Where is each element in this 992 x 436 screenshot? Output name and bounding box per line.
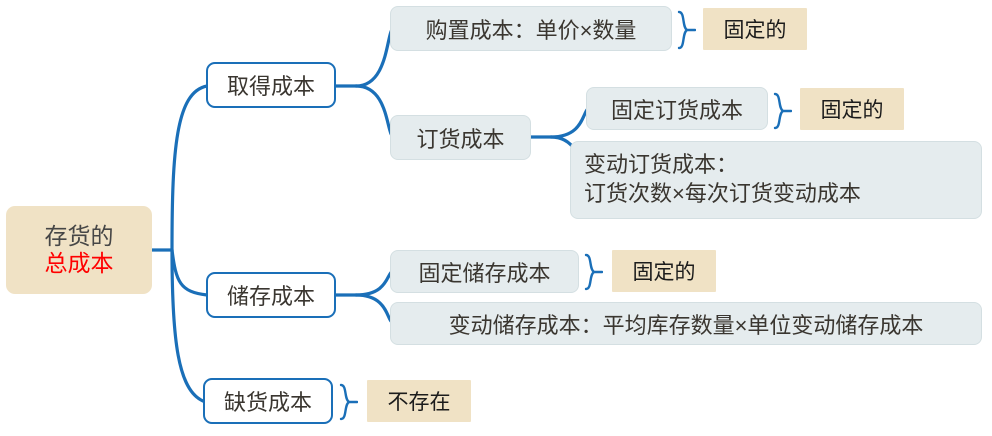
note-chip-not-exist: 不存在 [367,380,471,422]
branch-node-shortage-label: 缺货成本 [223,390,312,415]
branch-node-acquisition-label: 取得成本 [226,74,315,99]
note-chip-fixed-storage-label: 固定的 [632,261,696,284]
leaf-node-fixed-ordering-cost[interactable]: 固定订货成本 [586,87,768,130]
wire-b2-to-e1 [354,269,396,297]
node-ordering-cost-label: 订货成本 [416,126,505,152]
note-chip-fixed-ordering-label: 固定的 [820,99,884,122]
root-node-line1: 存货的 [44,222,114,249]
note-chip-fixed-ordering: 固定的 [800,88,904,130]
leaf-node-fixed-storage-cost-label: 固定储存成本 [418,260,551,286]
note-chip-fixed-storage: 固定的 [612,250,716,292]
leaf-node-fixed-ordering-cost-label: 固定订货成本 [610,97,743,123]
wire-b1-to-c1 [354,26,396,88]
branch-node-storage[interactable]: 储存成本 [206,272,336,318]
brace-icon-3 [584,253,603,291]
wire-root-to-b2 [170,248,209,297]
brace-icon-4 [339,383,358,421]
leaf-node-fixed-storage-cost[interactable]: 固定储存成本 [390,250,579,293]
wire-b1-to-c2 [354,84,396,139]
note-chip-not-exist-label: 不存在 [387,391,451,414]
wire-root-to-b1 [170,84,209,252]
leaf-node-variable-ordering-cost[interactable]: 变动订货成本： 订货次数×每次订货变动成本 [570,141,982,219]
branch-node-storage-label: 储存成本 [226,284,315,309]
node-ordering-cost[interactable]: 订货成本 [390,115,531,160]
root-node[interactable]: 存货的 总成本 [6,206,152,294]
leaf-node-purchase-cost[interactable]: 购置成本：单价×数量 [390,6,672,51]
wire-b2-to-e2 [354,293,396,325]
wire-c2-to-d1 [549,106,592,139]
note-chip-fixed-purchase: 固定的 [703,8,807,50]
leaf-node-variable-storage-cost[interactable]: 变动储存成本：平均库存数量×单位变动储存成本 [390,302,982,345]
branch-node-shortage[interactable]: 缺货成本 [203,378,333,424]
wire-root-to-b3 [170,248,205,403]
branch-node-acquisition[interactable]: 取得成本 [206,62,336,108]
note-chip-fixed-purchase-label: 固定的 [723,19,787,42]
brace-icon-2 [773,92,792,130]
leaf-node-purchase-cost-label: 购置成本：单价×数量 [425,17,637,43]
leaf-node-variable-ordering-cost-line1: 变动订货成本： [584,152,739,178]
brace-icon-1 [677,10,696,50]
root-node-line2: 总成本 [44,250,114,276]
leaf-node-variable-ordering-cost-line2: 订货次数×每次订货变动成本 [584,181,861,206]
leaf-node-variable-storage-cost-label: 变动储存成本：平均库存数量×单位变动储存成本 [448,312,924,338]
